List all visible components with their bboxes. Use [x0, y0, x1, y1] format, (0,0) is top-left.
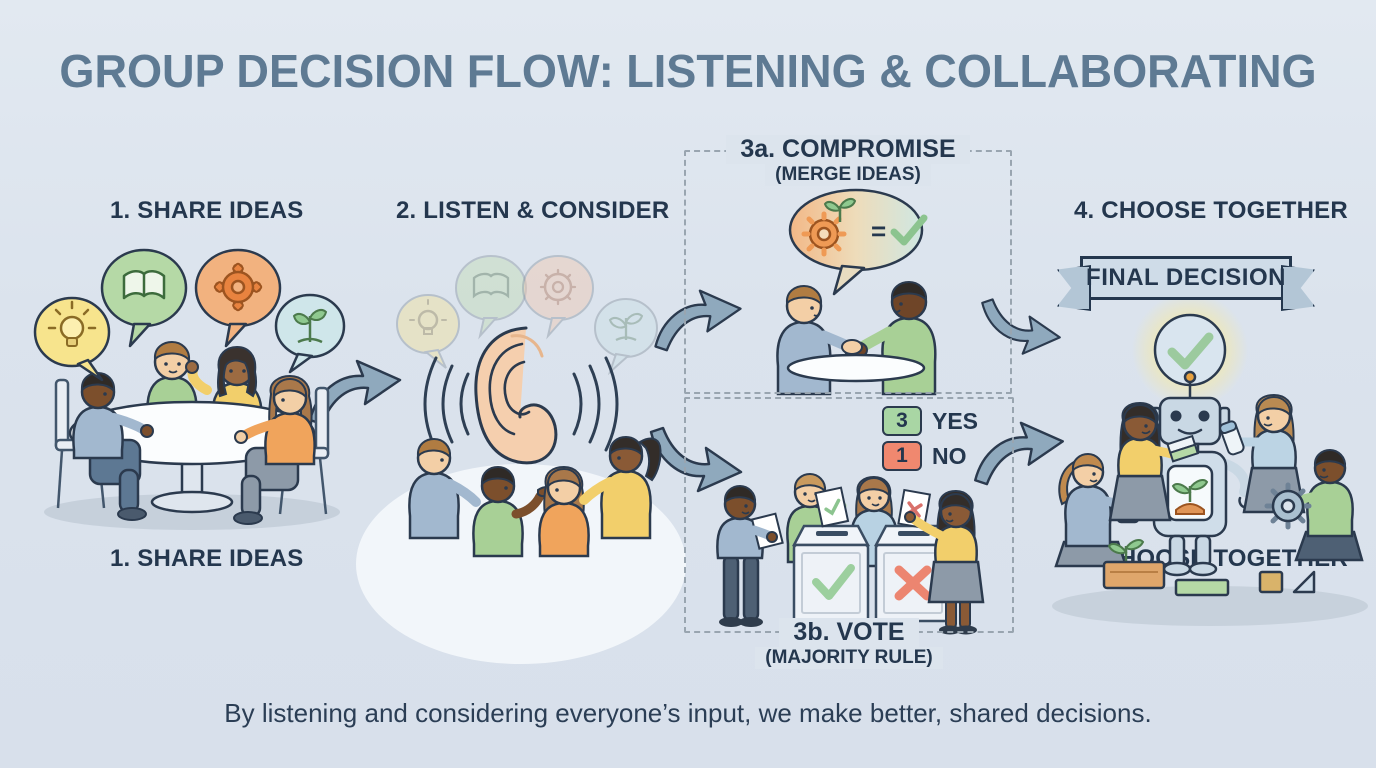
person-green-shirt: [146, 340, 198, 430]
check-icon: [812, 564, 855, 600]
yes-label: YES: [932, 407, 979, 434]
scene-share-ideas: [33, 248, 346, 530]
person-orange-shirt: [233, 374, 316, 525]
listener-green-shirt: [472, 465, 554, 558]
builder-green-boy: [1264, 448, 1364, 562]
small-table: [786, 353, 926, 383]
glow-check-icon: [1132, 292, 1248, 408]
page-title: GROUP DECISION FLOW: LISTENING & COLLABO…: [59, 45, 1317, 97]
final-decision-banner: FINAL DECISION: [1080, 256, 1292, 300]
footer-caption: By listening and considering everyone’s …: [224, 698, 1152, 728]
plant-icon: [292, 309, 328, 344]
yes-count-badge: 3: [882, 406, 922, 436]
ground-shadow: [1052, 586, 1368, 626]
arrow-compromise-to-choose: [981, 298, 1061, 355]
tally-yes-row: 3 YES: [882, 406, 978, 436]
idea-bubble-lightbulb: [33, 296, 111, 382]
listener-yellow-shirt: [579, 435, 662, 540]
step-label-share-top: 1. SHARE IDEAS: [110, 197, 304, 224]
step-label-listen: 2. LISTEN & CONSIDER: [396, 197, 670, 224]
gear-icon: [801, 211, 847, 257]
vote-header: 3b. VOTE (MAJORITY RULE): [684, 618, 1014, 669]
listener-blue-shirt: [408, 437, 481, 540]
listener-orange-shirt: [538, 465, 590, 558]
ballot-box-yes: [791, 524, 871, 623]
arrow-vote-to-choose: [974, 421, 1064, 486]
person-yellow-shirt: [185, 345, 263, 436]
voter-blue-shirt: [716, 484, 784, 627]
lightbulb-icon: [47, 300, 97, 347]
step-label-compromise: 3a. COMPROMISE: [726, 135, 970, 164]
faded-bubble-gear: [522, 255, 594, 340]
scene-listen-consider: [356, 255, 686, 664]
idea-bubble-book: [100, 248, 188, 348]
scene-compromise: =: [776, 188, 937, 396]
plant-icon: [1171, 479, 1209, 515]
idea-bubble-plant: [274, 293, 346, 374]
arrow-listen-to-compromise: [654, 289, 742, 352]
scene-choose-together: [1052, 292, 1368, 626]
step-sublabel-vote: (MAJORITY RULE): [755, 647, 943, 669]
vote-tally: 3 YES 1 NO: [882, 406, 978, 476]
gear-icon: [1264, 482, 1312, 530]
ballot-yes: [814, 486, 850, 528]
builder-ponytail-girl: [1054, 452, 1140, 568]
step-sublabel-compromise: (MERGE IDEAS): [765, 164, 931, 186]
step-label-choose-top: 4. CHOOSE TOGETHER: [1074, 197, 1348, 224]
arrow-listen-to-vote: [649, 426, 743, 493]
no-count-badge: 1: [882, 441, 922, 471]
book-icon: [122, 270, 166, 300]
idea-bubble-gear: [194, 248, 282, 348]
voter-yellow-shirt: [904, 489, 985, 635]
step-label-vote: 3b. VOTE: [779, 618, 919, 647]
tally-no-row: 1 NO: [882, 441, 978, 471]
sound-waves-icon: [423, 356, 619, 452]
scene-vote: [716, 472, 985, 635]
faded-bubble-plant: [594, 298, 658, 376]
x-icon: [894, 565, 932, 601]
faded-bubble-lightbulb: [396, 294, 460, 369]
merged-idea-bubble: =: [788, 188, 928, 296]
robot-icon: [1126, 370, 1255, 577]
builder-yellow-woman: [1108, 401, 1200, 522]
ear-icon: [474, 326, 558, 465]
faded-bubble-book: [455, 255, 527, 340]
compromise-header: 3a. COMPROMISE (MERGE IDEAS): [684, 135, 1012, 186]
planter-with-sprout: [1102, 539, 1166, 590]
no-label: NO: [932, 442, 967, 469]
gear-icon: [213, 262, 263, 312]
check-icon: [890, 214, 928, 246]
wooden-cube: [1258, 570, 1284, 594]
step-label-share-bottom: 1. SHARE IDEAS: [110, 545, 304, 572]
green-block: [1174, 578, 1230, 597]
compromise-box: [684, 150, 1012, 394]
triangle-block: [1292, 570, 1316, 594]
equals-sign: =: [871, 216, 886, 246]
plant-icon: [823, 198, 857, 222]
